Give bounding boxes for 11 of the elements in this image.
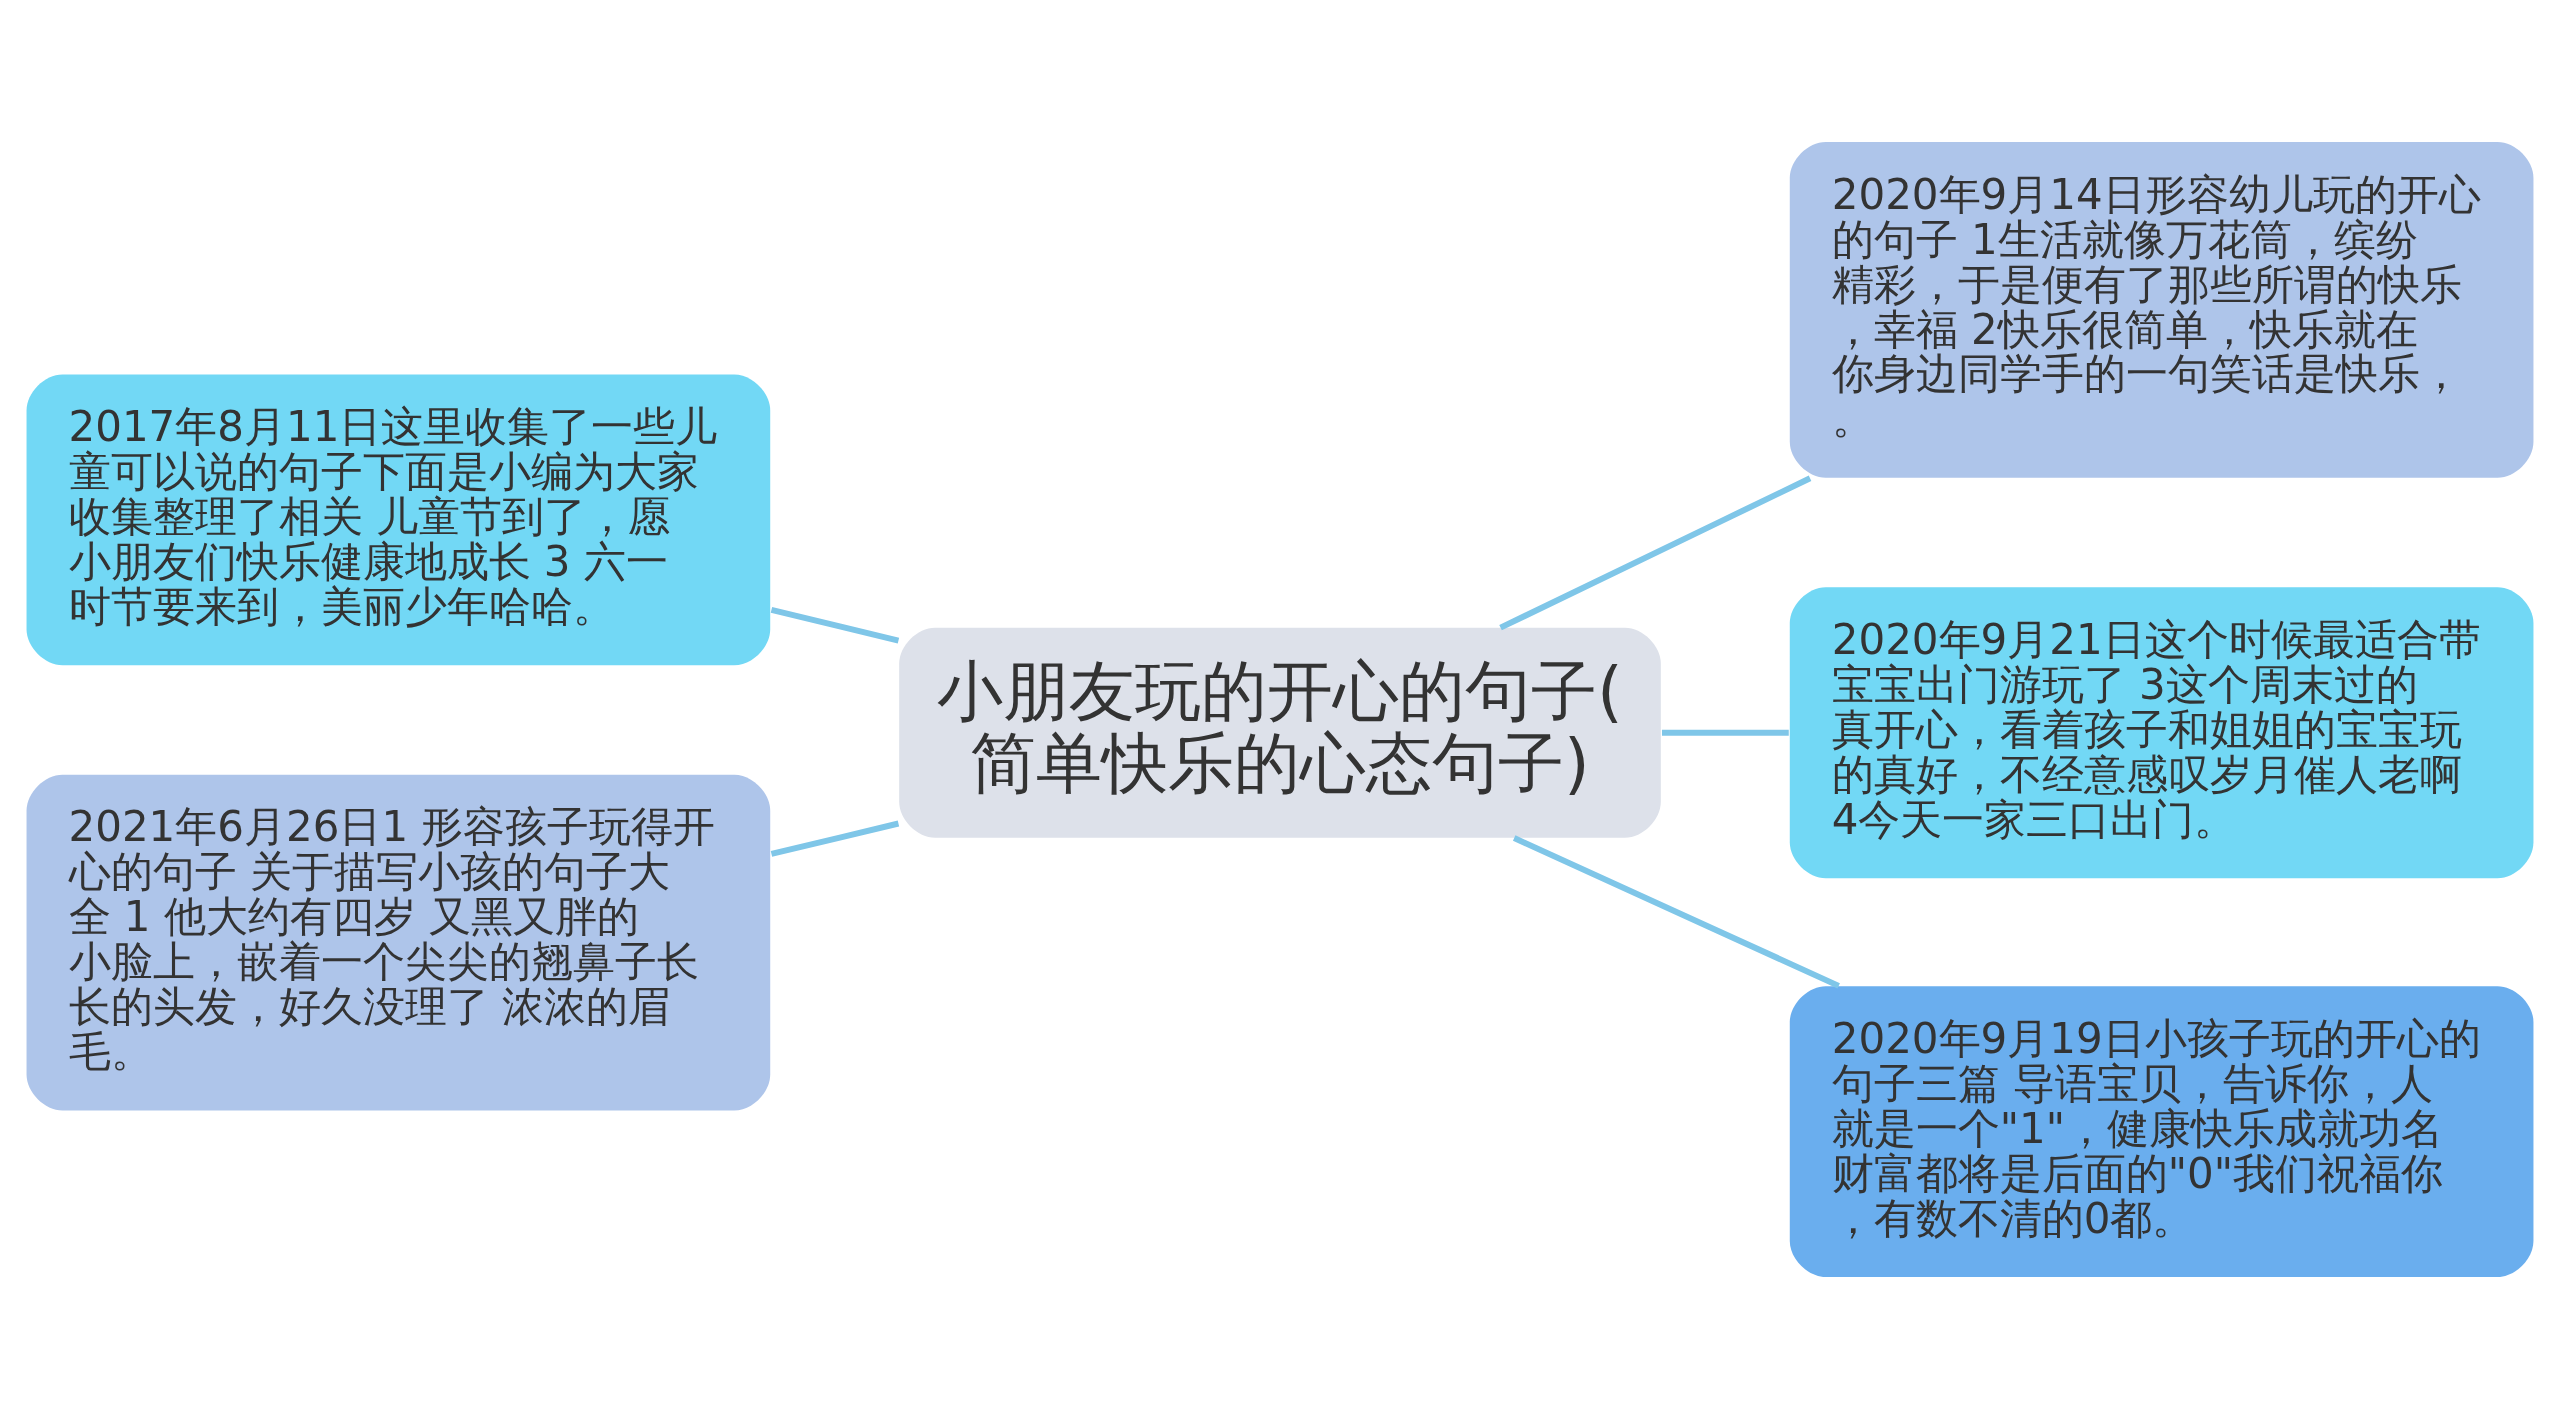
node-box: 2017年8月11日这里收集了一些儿童可以说的句子下面是小编为大家收集整理了相关 儿童节到了，愿小朋友们快乐健康地成长 3 六一时节要来到，美丽少年哈哈。: [26, 374, 771, 666]
node-box: 2020年9月19日小孩子玩的开心的句子三篇 导语宝贝，告诉你，人就是一个"1"，健康快乐成就功名财富都将是后面的"0"我们祝福你，有数不清的0都。: [1789, 986, 2534, 1277]
node-box: 2020年9月14日形容幼儿玩的开心的句子 1生活就像万花筒，缤纷精彩，于是便有了那些所谓的快乐，幸福 2快乐很简单，快乐就在你身边同学手的一句笑话是快乐，。: [1789, 142, 2534, 478]
node-box: 2021年6月26日1 形容孩子玩得开心的句子 关于描写小孩的句子大全 1 他大约有四岁 又黑又胖的小脸上，嵌着一个尖尖的翘鼻子长长的头发，好久没理了 浓浓的眉毛。: [26, 774, 771, 1111]
node-box: 2020年9月21日这个时候最适合带宝宝出门游玩了 3这个周末过的真开心，看着孩子和姐姐的宝宝玩的真好，不经意感叹岁月催人老啊 4今天一家三口出门。: [1789, 587, 2534, 879]
connector: [770, 820, 900, 857]
connector: [1499, 475, 1812, 631]
node-box: 小朋友玩的开心的句子(简单快乐的心态句子): [899, 627, 1661, 838]
connector: [1662, 729, 1789, 736]
connector: [1512, 835, 1840, 989]
connector: [770, 606, 900, 644]
